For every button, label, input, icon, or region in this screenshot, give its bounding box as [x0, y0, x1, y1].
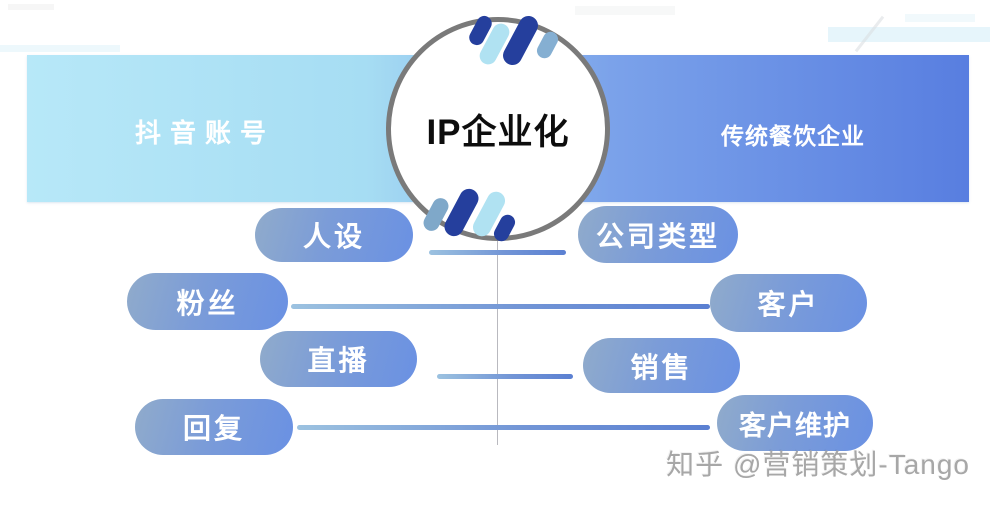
connector-line [291, 304, 710, 309]
watermark-zhihu: 知乎 @营销策划-Tango [666, 449, 970, 480]
pill-persona: 人设 [255, 208, 413, 262]
pill-customer-maintenance: 客户维护 [717, 395, 873, 451]
decorative-streak [8, 4, 54, 10]
pill-sales: 销售 [583, 338, 740, 393]
decorative-streak [905, 14, 975, 22]
pill-customer: 客户 [710, 274, 867, 332]
pill-fans: 粉丝 [127, 273, 288, 330]
banner-right-label: 传统餐饮企业 [721, 123, 865, 149]
pill-reply: 回复 [135, 399, 293, 455]
center-axis-line [497, 239, 498, 445]
decorative-streak [575, 6, 675, 15]
center-circle-label: IP企业化 [426, 112, 570, 152]
decorative-streak [0, 45, 120, 52]
connector-line [429, 250, 566, 255]
decorative-streak [854, 15, 885, 53]
pill-company-type: 公司类型 [578, 206, 738, 263]
pill-live-stream: 直播 [260, 331, 417, 387]
decorative-streak [828, 27, 990, 42]
connector-line [297, 425, 710, 430]
connector-line [437, 374, 573, 379]
banner-left-label: 抖音账号 [134, 118, 275, 148]
